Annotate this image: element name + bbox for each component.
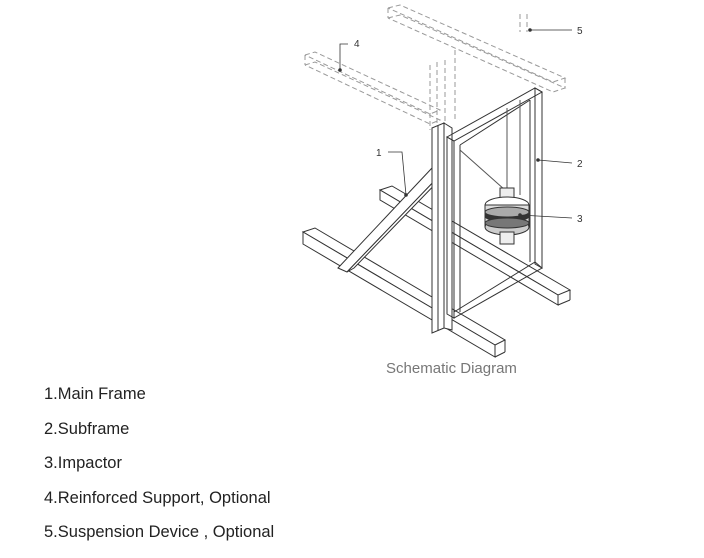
callout-dots [338,28,540,217]
parts-legend: 1.Main Frame 2.Subframe 3.Impactor 4.Rei… [44,383,274,556]
legend-item-impactor: 3.Impactor [44,454,122,472]
reinforced-support [304,51,442,125]
callout-main-frame: 1 [376,148,382,159]
legend-item-suspension-device: 5.Suspension Device , Optional [44,523,275,541]
callout-impactor: 3 [577,214,583,225]
subframe [445,87,544,319]
callout-leaders [339,29,573,219]
main-frame [431,122,453,334]
schematic-diagram: 1 2 3 4 5 [301,4,583,358]
callout-subframe: 2 [577,159,583,170]
suspension-device [387,4,567,130]
callout-suspension-device: 5 [577,26,583,37]
suspension-rods [459,100,521,195]
callout-reinforced-support: 4 [354,39,360,50]
impactor [484,187,530,245]
legend-item-subframe: 2.Subframe [44,419,130,438]
diagram-caption: Schematic Diagram [386,360,517,377]
legend-item-reinforced-support: 4.Reinforced Support, Optional [44,488,271,507]
legend-item-main-frame: 1.Main Frame [44,385,146,403]
